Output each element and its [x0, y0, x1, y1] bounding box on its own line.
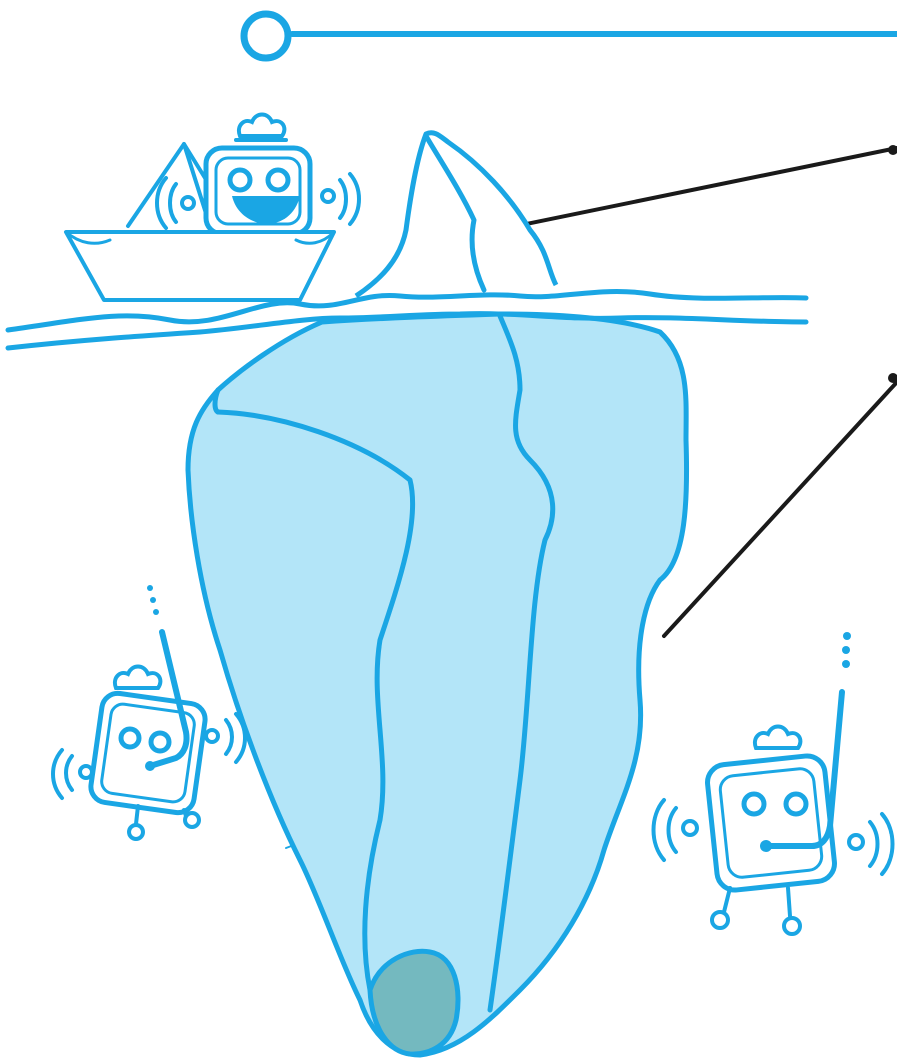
pointer-line-tip [495, 145, 897, 232]
iceberg-tip [354, 130, 559, 299]
iceberg-icon [185, 311, 690, 1058]
snorkel-robot-right-icon [651, 632, 895, 936]
pointer-line-underwater [662, 373, 897, 638]
robot-in-paper-boat-icon [64, 112, 361, 302]
top-connector-icon [240, 10, 897, 62]
water-surface [5, 289, 809, 351]
snorkel-robot-left-icon [51, 585, 247, 841]
